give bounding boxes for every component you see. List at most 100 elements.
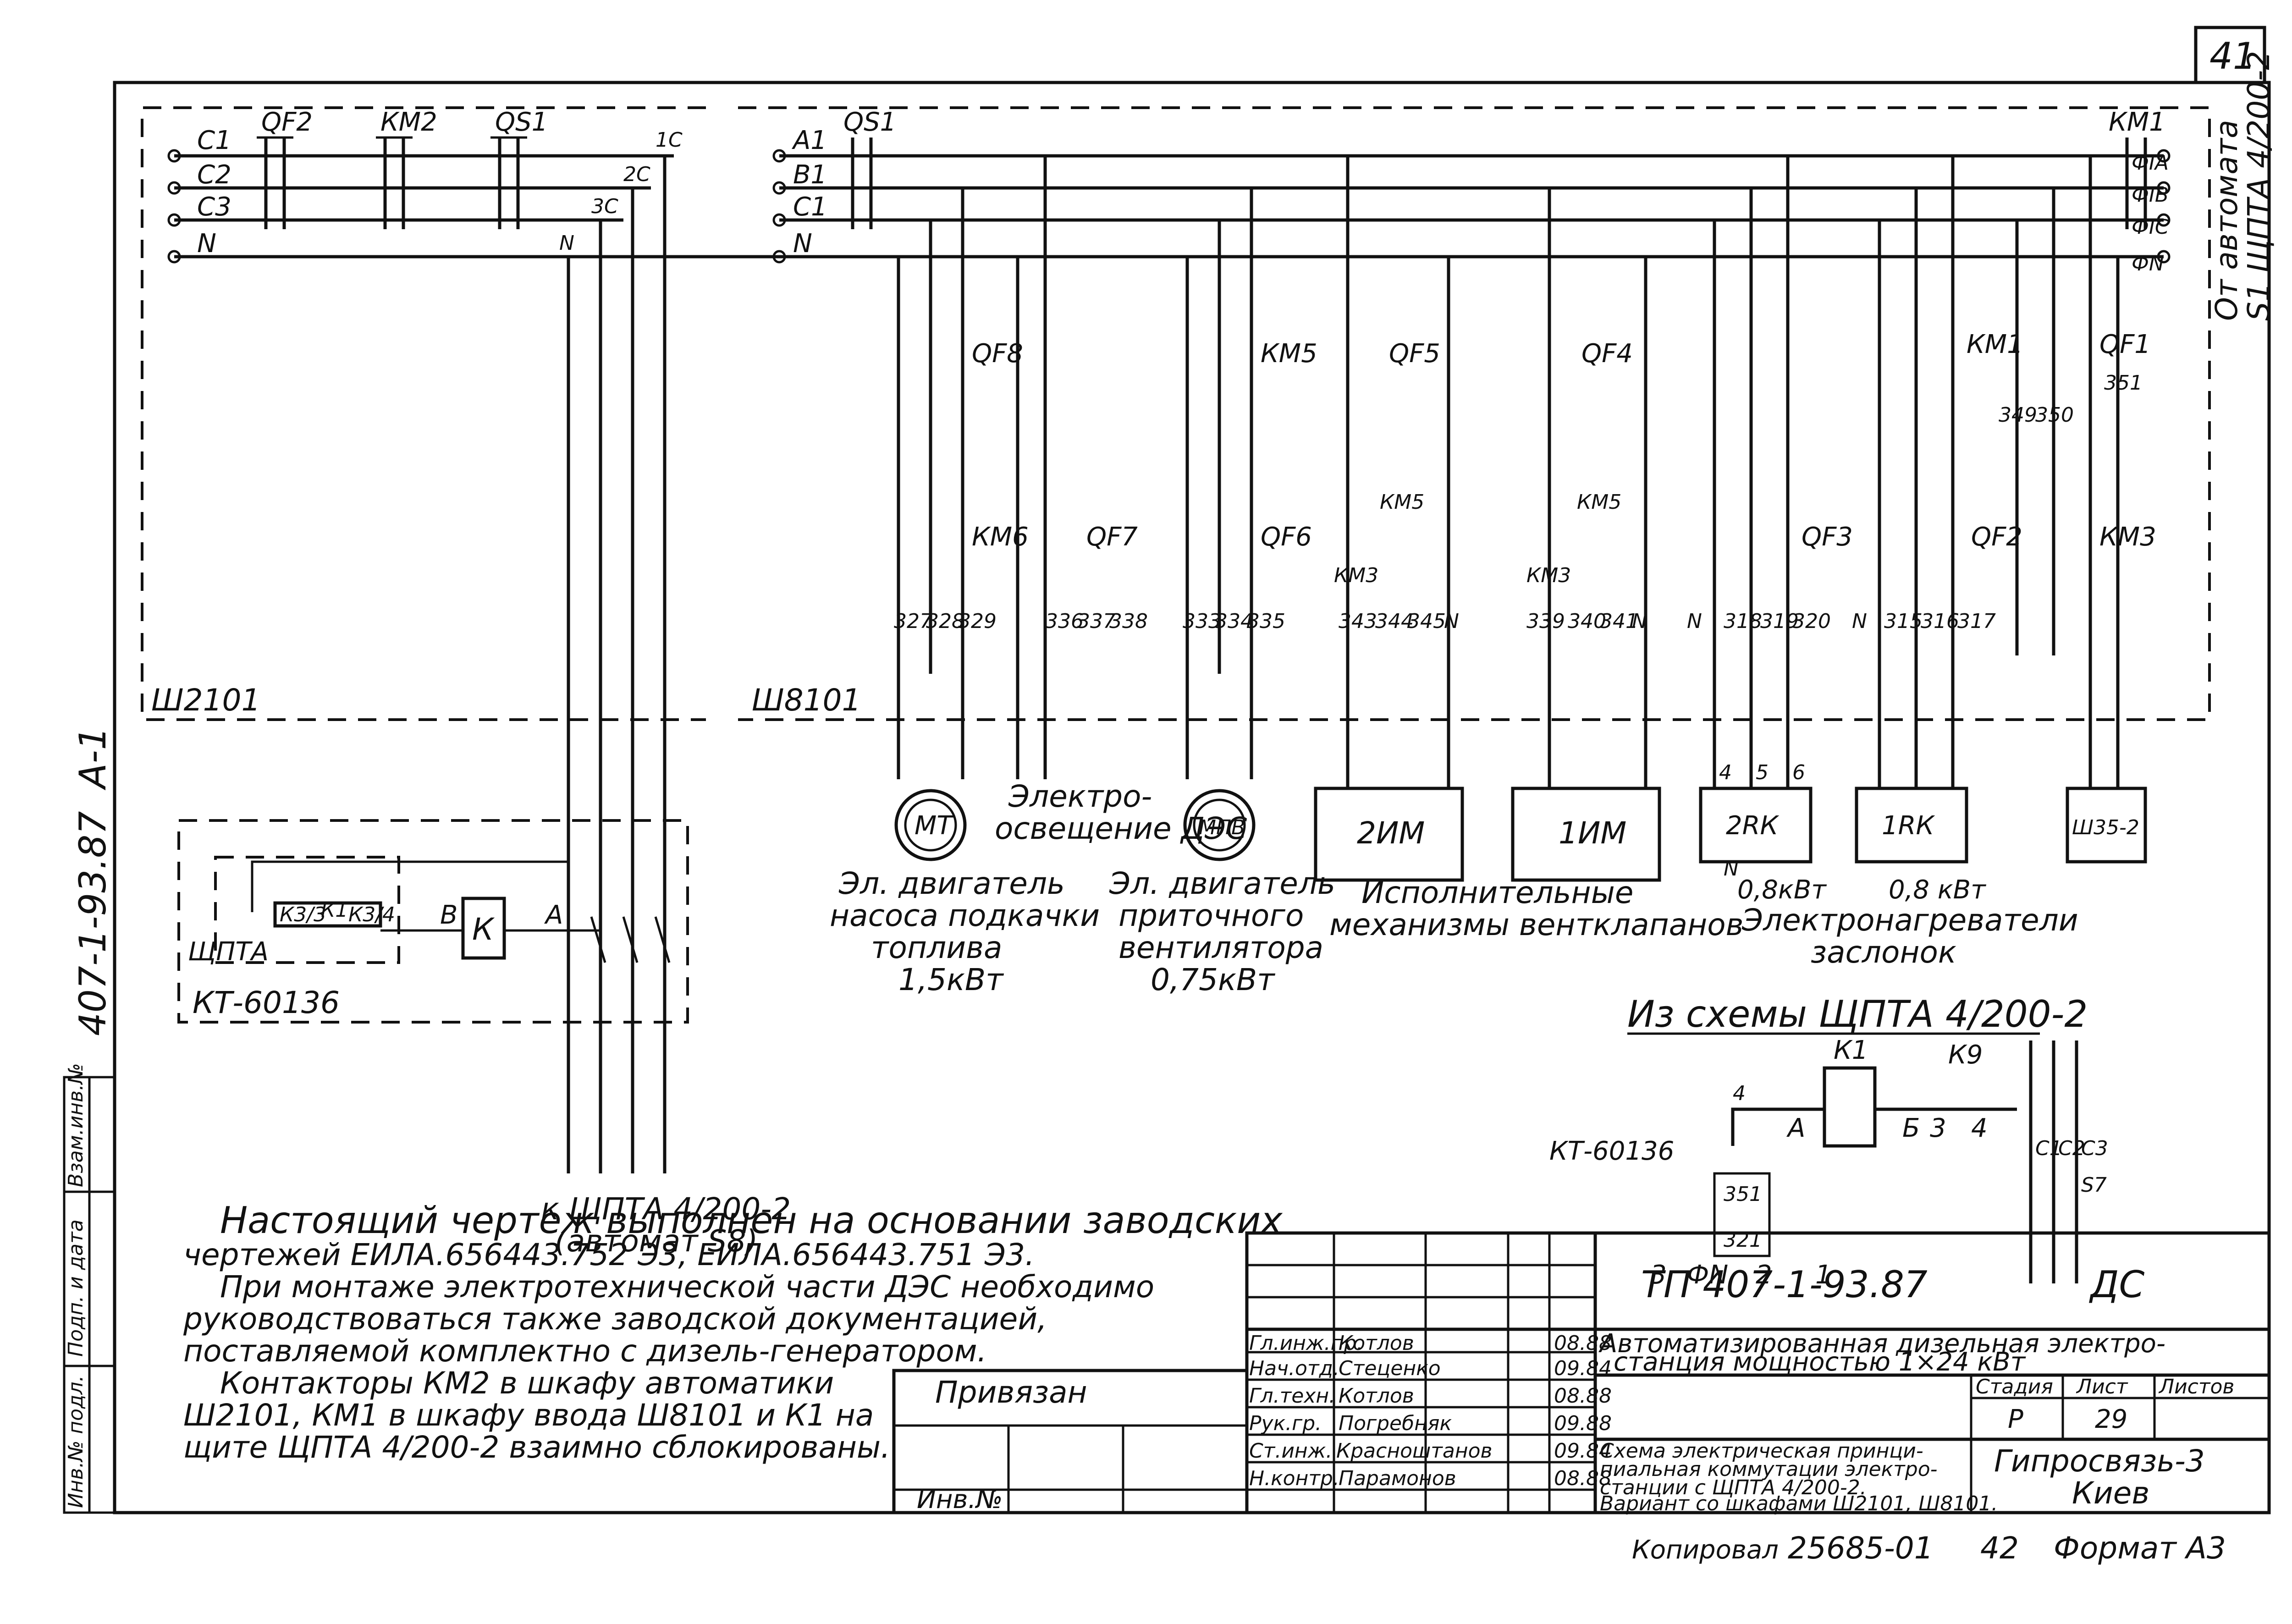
name-2: Стеценко [1339,1357,1441,1380]
device-qf3: QF3 [1802,522,1853,552]
branch-n: N [559,231,574,255]
source-text-2: S1 ЩПТА 4/200-2 [2241,51,2276,321]
terminal-label: 340 [1568,610,1606,633]
lighting-caption-1: Электро- [1008,779,1152,814]
cabinet-label-right: Ш8101 [752,683,861,718]
feeder-branches [567,156,671,1173]
heater-term-5a: 5 [1756,761,1769,784]
inset-circuit [1713,1040,2078,1283]
right-input-b1: В1 [793,160,827,190]
org-2: Киев [2072,1475,2149,1511]
terminal-label: 341 [1600,610,1638,633]
role-5: Ст.инж. [1249,1439,1332,1463]
lighting-caption-2: освещение ДЭС [995,811,1247,846]
note-line: поставляемой комплектно с дизель-генерат… [183,1333,987,1369]
sheets-label: Листов [2158,1375,2234,1398]
terminal-label: 336 [1045,610,1084,633]
inset-2: 2 [1756,1260,1772,1290]
motor-fan-caption-1: Эл. двигатель [1109,866,1335,901]
cabinet-sh35: Ш35-2 [2072,816,2139,839]
name-5: Красноштанов [1336,1439,1492,1463]
device-qf6: QF6 [1261,522,1312,552]
title-line-1: Автоматизированная дизельная электро- [1598,1329,2165,1359]
desc-1: Схема электрическая принци- [1600,1439,1923,1463]
desc-4: Вариант со шкафами Ш2101, Ш8101. [1600,1492,1998,1515]
privyazan: Привязан [935,1375,1087,1410]
heater-2rk-box [1699,787,1813,864]
inset-s7: S7 [2081,1173,2107,1197]
source-phase-n: ФN [2132,252,2164,275]
wire-a: А [544,900,563,930]
note-line: Ш2101, КМ1 в шкафу ввода Ш8101 и К1 на [183,1398,874,1433]
relay-k-label: К [472,912,495,947]
terminal-label: 337 [1077,610,1116,633]
desc-2: пиальная коммутации электро- [1600,1458,1937,1481]
inv-number: Инв.№ [917,1485,1003,1514]
right-bus [772,149,2171,264]
contact-k3-4: К3/4 [348,903,395,926]
device-km3-c: КМ3 [2099,522,2156,552]
motor-pump-caption-3: топлива [871,930,1002,965]
terminal-row: 327 328 329 336 337 338 333 334 335 343 … [894,403,2074,633]
device-km3-a: КМ3 [1334,564,1378,587]
terminal-label: N [1687,610,1702,633]
device-qf2: QF2 [261,107,313,137]
device-km1-top: КМ1 [2109,107,2165,137]
side-doc-code: 407-1-93.87 [72,811,114,1036]
heater-caption-2: заслонок [1811,935,1956,970]
branch-2c: 2С [623,163,650,186]
inset-351: 351 [1724,1183,1762,1206]
terminal-label: 338 [1109,610,1148,633]
title-code: ТП 407-1-93.87 [1641,1263,1928,1306]
motor-fan [1183,674,1256,861]
right-input-a1: А1 [792,126,827,155]
contact-k1: К1 [321,898,348,922]
inset-1: 1 [1815,1260,1832,1290]
inset-k1: К1 [1834,1035,1868,1065]
terminal-label: 318 [1724,610,1762,633]
date-3: 08.88 [1554,1384,1612,1408]
side-stamp: Инв.№ подл. Подп. и дата Взам.инв.№ [63,1063,116,1514]
date-1: 08.88 [1554,1332,1612,1355]
terminal-label: 320 [1792,610,1831,633]
actuator-1im-box [1511,787,1661,882]
device-qs1-right: QS1 [843,107,896,137]
terminal-label: 345 [1407,610,1446,633]
heater-power-2: 0,8 кВт [1889,875,1986,905]
inset-4b: 4 [1971,1113,1988,1143]
heater-term-na: N [1724,857,1739,881]
motor-pump-caption-2: насоса подкачки [830,898,1100,933]
date-6: 08.88 [1554,1467,1612,1490]
motor-pump-symbol: МТ [915,811,954,841]
left-bus [167,149,798,264]
stamp-sign: Подп. и дата [64,1219,88,1357]
terminal-label: 343 [1339,610,1377,633]
device-km3-b: КМ3 [1526,564,1571,587]
device-km2: КМ2 [380,107,437,137]
left-input-c3: С3 [197,192,231,222]
inset-4a: 4 [1733,1082,1746,1105]
sheet-number: 41 [2209,35,2256,77]
wire-b: В [440,900,457,930]
heater-term-6a: 6 [1792,761,1805,784]
inset-3: 3 [1930,1113,1946,1143]
note-line: щите ЩПТА 4/200-2 взаимно сблокированы. [183,1430,890,1465]
left-input-n: N [197,229,216,259]
source-phase-a: ФIА [2132,151,2169,175]
footer-format: Формат А3 [2054,1530,2226,1566]
stamp-inv: Инв.№ подл. [64,1375,88,1508]
inset-c3: C3 [2081,1137,2108,1160]
cabinet-boundaries [141,106,2211,1024]
motor-fan-caption-4: 0,75кВт [1151,962,1276,997]
terminal-label: 328 [926,610,964,633]
stage-label: Стадия [1976,1375,2053,1398]
date-4: 09.88 [1554,1412,1612,1435]
name-6: Парамонов [1339,1467,1456,1490]
actuator-caption-2: механизмы вентклапанов [1329,907,1744,942]
terminal-label: 350 [2035,403,2074,427]
left-input-c1: С1 [197,126,231,155]
terminal-label: 334 [1215,610,1253,633]
heater-2rk: 2RК [1726,811,1780,841]
device-km1: КМ1 [1967,330,2023,359]
actuator-2im: 2ИМ [1357,815,1425,851]
